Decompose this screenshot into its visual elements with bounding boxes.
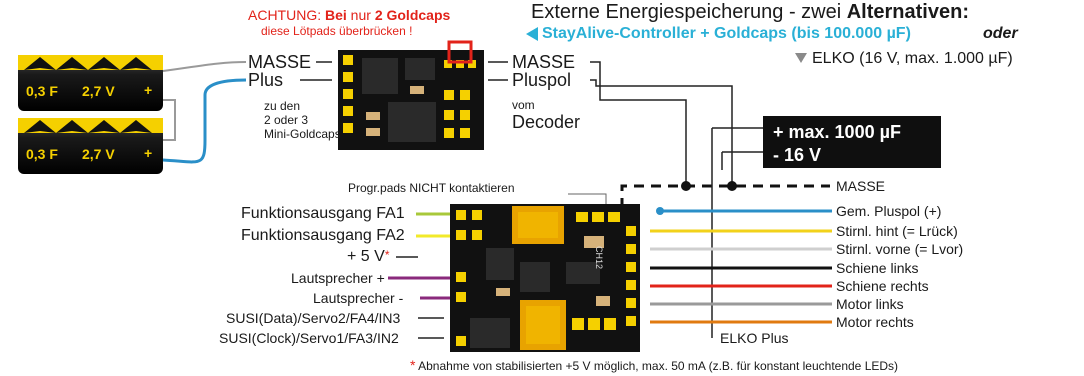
controller-right-pluspol: Pluspol [512, 70, 572, 90]
masse-wire-from-controller [590, 61, 687, 186]
masse-junction-dot [681, 181, 691, 191]
warning-bold2: 2 Goldcaps [374, 7, 451, 23]
right-label-motor-links: Motor links [836, 296, 904, 312]
left-label-5v-mark: * [384, 248, 390, 262]
controller-note-line3: Mini-Goldcaps [264, 127, 341, 141]
controller-left-masse: MASSE [248, 52, 312, 72]
alt1-or: oder [983, 25, 1018, 42]
goldcap-1 [18, 55, 163, 111]
pluspol-wire-from-controller [590, 79, 733, 186]
left-label-susi-clock: SUSI(Clock)/Servo1/FA3/IN2 [219, 330, 399, 346]
right-label-masse: MASSE [836, 178, 886, 194]
pluspol-junction-dot [727, 181, 737, 191]
right-label-stirnl-vorne: Stirnl. vorne (= Lvor) [836, 241, 964, 257]
header-title-text: Externe Energiespeicherung - zwei [531, 1, 847, 23]
alt1-label: StayAlive-Controller + Goldcaps (bis 100… [542, 25, 911, 42]
controller-right-masse: MASSE [512, 52, 576, 72]
left-label-5v-text: + 5 V [347, 248, 385, 265]
left-label-lautsprecher-plus: Lautsprecher + [291, 270, 385, 286]
controller-decoder: Decoder [512, 112, 581, 132]
elko-plus-label: ELKO Plus [720, 330, 789, 346]
footnote-mark: * [410, 357, 416, 373]
goldcap-1-sign: + [144, 82, 153, 98]
elko-box-line1: + max. 1000 µF [773, 122, 901, 142]
footnote-text: Abnahme von stabilisierten +5 V möglich,… [418, 359, 899, 373]
left-label-lautsprecher-minus: Lautsprecher - [313, 290, 404, 306]
progr-pads-label: Progr.pads NICHT kontaktieren [348, 181, 515, 195]
controller-left-plus: Plus [248, 70, 284, 90]
goldcap-1-capacity: 0,3 F [26, 83, 58, 99]
alt1-arrow-icon [526, 27, 538, 41]
left-label-fa2: Funktionsausgang FA2 [241, 227, 405, 244]
header-title: Externe Energiespeicherung - zwei Altern… [531, 2, 969, 22]
progr-pads-bracket [568, 193, 607, 204]
controller-note-line2: 2 oder 3 [264, 113, 309, 127]
footnote: * Abnahme von stabilisierten +5 V möglic… [410, 358, 898, 372]
decoder-chip-text: CH12 [594, 246, 604, 270]
warning-mid: nur [346, 7, 375, 23]
goldcap-2-voltage: 2,7 V [82, 146, 115, 162]
right-label-gem-pluspol: Gem. Pluspol (+) [836, 203, 942, 219]
goldcap-2-sign: + [144, 145, 153, 161]
goldcap-2 [18, 118, 163, 174]
left-label-5v: + 5 V* [347, 249, 389, 265]
alt2-arrow-icon [795, 53, 807, 63]
goldcap-bridge-lead [163, 99, 176, 141]
left-label-susi-data: SUSI(Data)/Servo2/FA4/IN3 [226, 310, 401, 326]
warning-prefix: ACHTUNG: [248, 7, 325, 23]
goldcap-1-voltage: 2,7 V [82, 83, 115, 99]
warning-line2: diese Lötpads überbrücken ! [261, 24, 413, 38]
warning-bold1: Bei [325, 7, 347, 23]
elko-box-line2: - 16 V [773, 145, 822, 165]
warning-line1: ACHTUNG: Bei nur 2 Goldcaps [248, 8, 450, 22]
right-label-schiene-rechts: Schiene rechts [836, 278, 929, 294]
left-label-fa1: Funktionsausgang FA1 [241, 205, 405, 222]
right-label-motor-rechts: Motor rechts [836, 314, 914, 330]
right-label-schiene-links: Schiene links [836, 260, 919, 276]
decoder-board [450, 204, 640, 352]
masse-dashed-line [620, 184, 830, 208]
header-title-bold: Alternativen: [846, 1, 969, 23]
bridge-pads-marker [447, 40, 473, 64]
stayalive-controller-board [338, 40, 484, 150]
goldcap-lead-grey-1 [162, 61, 247, 72]
right-label-stirnl-hint: Stirnl. hint (= Lrück) [836, 223, 958, 239]
controller-note-line1: zu den [264, 99, 301, 113]
alt2-label: ELKO (16 V, max. 1.000 µF) [812, 50, 1013, 67]
controller-vom: vom [512, 98, 535, 112]
goldcap-lead-blue [162, 78, 247, 164]
elko-box: + max. 1000 µF - 16 V [763, 116, 941, 168]
goldcap-2-capacity: 0,3 F [26, 146, 58, 162]
